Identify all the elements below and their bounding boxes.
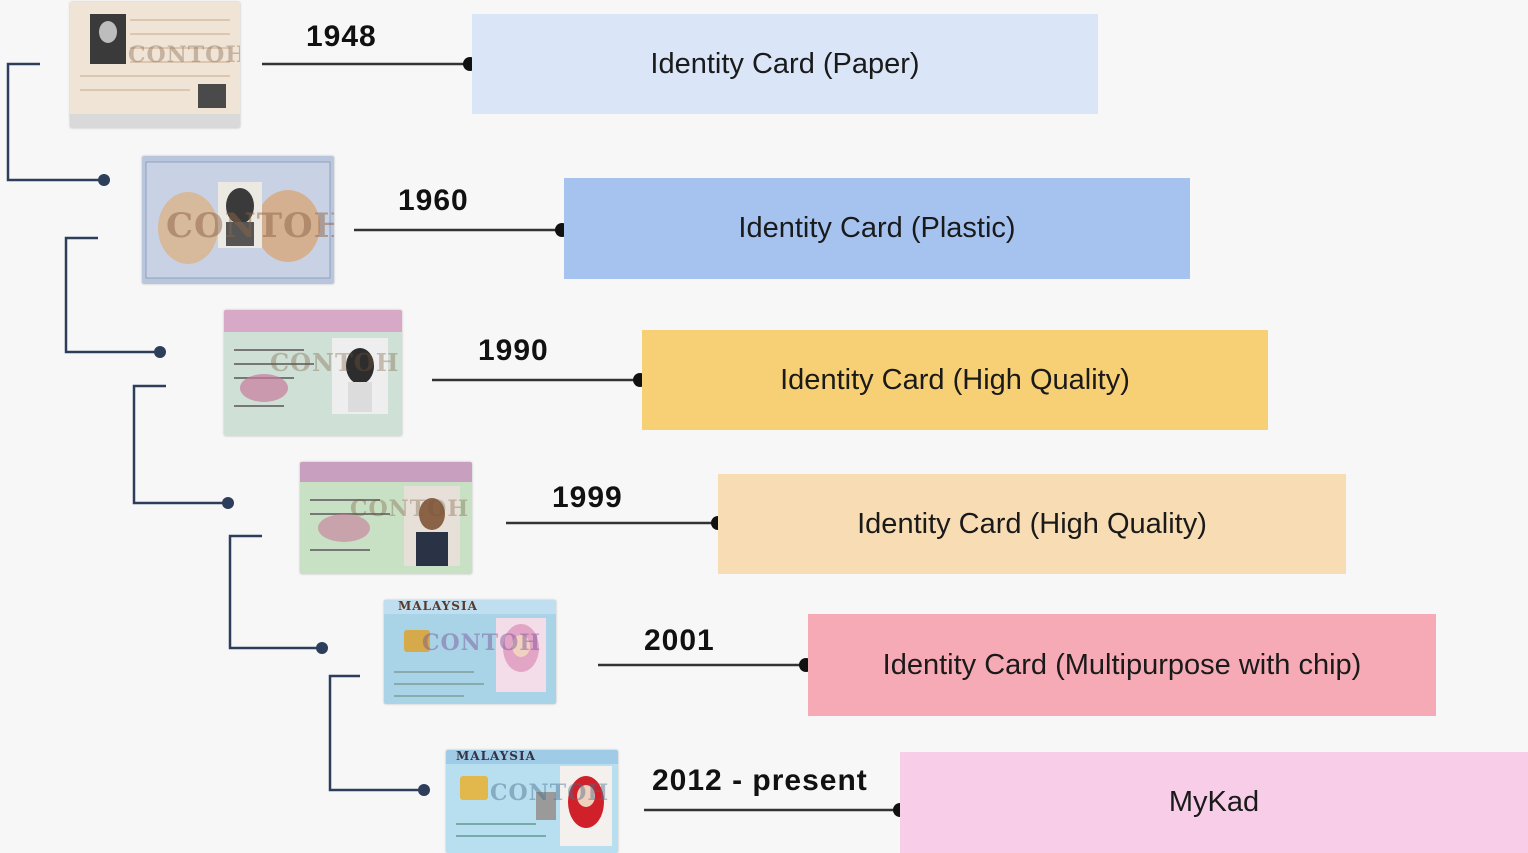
year-label-1960: 1960 [398,184,469,217]
year-label-2012: 2012 - present [652,764,868,797]
bracket-connector-3 [132,384,228,505]
bracket-dot-4 [316,642,328,654]
card-watermark: CONTOH [350,496,470,522]
year-label-1990: 1990 [478,334,549,367]
card-watermark: CONTOH [490,780,610,806]
card-header-text: MALAYSIA [398,600,478,613]
card-watermark: CONTOH [128,42,240,68]
card-watermark: CONTOH [270,348,400,377]
year-label-1948: 1948 [306,20,377,53]
card-watermark: CONTOH [422,630,542,656]
card-watermark: CONTOH [166,206,334,246]
bracket-connector-5 [328,674,424,792]
bracket-dot-5 [418,784,430,796]
high-quality-id-card-icon: CONTOH [300,462,472,574]
bracket-connector-2 [64,236,160,354]
paper-id-card-icon: CONTOH [70,2,240,128]
bracket-connector-1 [6,62,104,182]
card-header-text: MALAYSIA [456,750,536,763]
label-box-high-quality-1999: Identity Card (High Quality) [718,474,1346,574]
label-box-mykad: MyKad [900,752,1528,853]
label-box-multipurpose-chip: Identity Card (Multipurpose with chip) [808,614,1436,716]
plastic-id-card-icon: CONTOH [142,156,334,284]
label-box-high-quality-1990: Identity Card (High Quality) [642,330,1268,430]
label-box-paper: Identity Card (Paper) [472,14,1098,114]
label-box-plastic: Identity Card (Plastic) [564,178,1190,279]
bracket-dot-1 [98,174,110,186]
year-label-2001: 2001 [644,624,715,657]
high-quality-id-card-icon: CONTOH [224,310,402,436]
bracket-dot-3 [222,497,234,509]
bracket-dot-2 [154,346,166,358]
bracket-connector-4 [228,534,322,650]
year-label-1999: 1999 [552,481,623,514]
chip-id-card-icon: MALAYSIA CONTOH [384,600,556,704]
mykad-card-icon: MALAYSIA CONTOH [446,750,618,853]
